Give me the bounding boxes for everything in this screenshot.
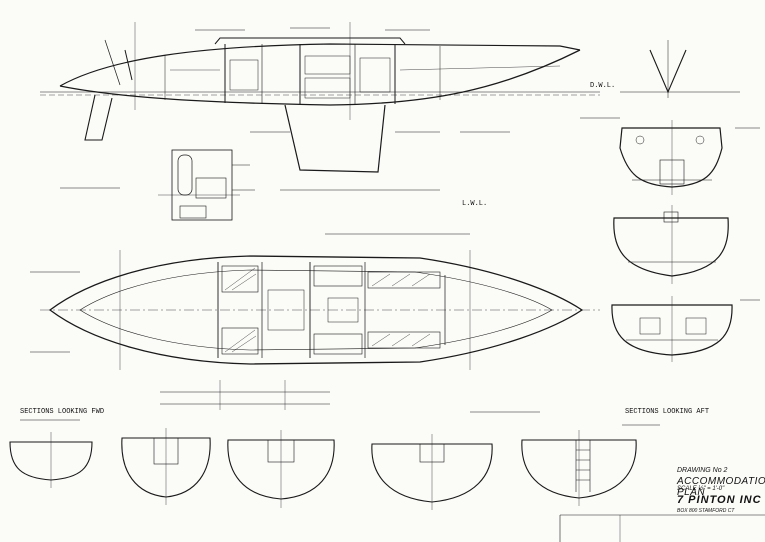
- firm-name: 7 PINTON INC: [677, 494, 762, 506]
- annotation-marks: [20, 27, 760, 426]
- dwl-label: D.W.L.: [590, 82, 616, 90]
- midship-v-section: [620, 40, 740, 98]
- lwl-label: L.W.L.: [462, 200, 488, 208]
- firm-address: BOX 800 STAMFORD CT: [677, 508, 735, 514]
- sections-bottom: [9, 428, 637, 510]
- title-block-frame: [559, 514, 765, 542]
- interior-detail: [158, 149, 440, 221]
- drawing-number: DRAWING No 2: [677, 467, 728, 474]
- sections-left-label: SECTIONS LOOKING FWD: [20, 408, 105, 416]
- profile-view: [40, 22, 600, 173]
- plan-view: [40, 250, 600, 410]
- drawing-scale: SCALE ½" = 1'-0": [677, 486, 725, 492]
- sections-right: [611, 120, 733, 362]
- drawing-title: ACCOMMODATION PLAN: [677, 476, 765, 498]
- sections-right-label: SECTIONS LOOKING AFT: [625, 408, 710, 416]
